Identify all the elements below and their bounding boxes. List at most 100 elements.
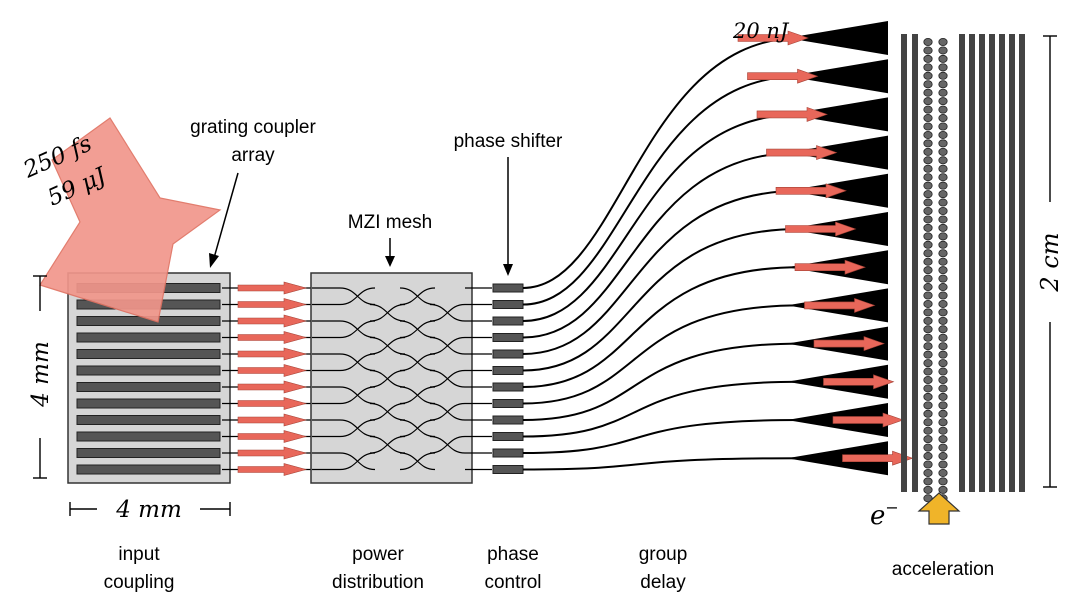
accelerator-pillar <box>938 257 948 266</box>
stage-delay-label: group <box>639 544 688 565</box>
coupled-light-arrow <box>237 380 308 394</box>
accelerator-pillar <box>923 274 933 283</box>
output-taper <box>790 97 888 132</box>
grating-coupler-bar <box>76 448 221 458</box>
accelerator-pillar <box>938 350 948 359</box>
accelerator-pillar <box>923 130 933 139</box>
accelerator-pillar <box>923 206 933 215</box>
laser-input-arrow <box>39 117 222 323</box>
coupled-light-arrow <box>237 314 308 328</box>
delay-waveguide <box>522 457 801 471</box>
accelerator-pillar <box>923 198 933 207</box>
accelerator-pillar <box>938 88 948 97</box>
accelerator-grating-bar <box>912 34 918 492</box>
grating-coupler-bar <box>76 415 221 425</box>
accelerator-pillar <box>938 477 948 486</box>
accelerator-pillar <box>923 375 933 384</box>
accelerator-pillar <box>938 460 948 469</box>
accelerator-pillar <box>923 485 933 494</box>
accelerator-grating-bar <box>901 34 907 492</box>
accelerator-grating-bar <box>969 34 975 492</box>
output-pulse-arrow <box>756 106 828 122</box>
accelerator-pillar <box>938 409 948 418</box>
electron-beam-arrow <box>917 492 961 525</box>
stage-delay-label-line2: delay <box>640 572 686 593</box>
phase-shifter <box>492 448 524 458</box>
grating-coupler-bar <box>76 365 221 376</box>
phase-shifter <box>492 300 524 309</box>
output-pulse-arrow <box>775 183 847 199</box>
delay-waveguide <box>522 342 801 421</box>
accelerator-pillar <box>923 97 933 106</box>
accelerator-pillar <box>923 38 933 47</box>
accelerator-pillar <box>923 240 933 249</box>
coupled-light-arrow <box>237 347 308 361</box>
accelerator-pillar <box>938 156 948 165</box>
output-pulse-arrow <box>785 221 857 237</box>
accelerator-pillar <box>938 384 948 393</box>
accelerator-grating-bar <box>979 34 985 492</box>
accelerator-pillar <box>938 426 948 435</box>
delay-waveguide <box>522 75 801 306</box>
coupled-light-arrow <box>237 397 308 410</box>
accelerator-pillar <box>923 232 933 241</box>
accelerator-pillar <box>923 54 933 63</box>
accelerator-pillar <box>938 299 948 308</box>
accelerator-pillar <box>938 452 948 461</box>
accelerator-pillar <box>923 173 933 182</box>
phase-shifter <box>492 399 524 408</box>
accelerator-pillar <box>938 215 948 224</box>
accelerator-pillar <box>938 485 948 494</box>
delay-waveguide <box>522 304 801 405</box>
delay-waveguide <box>522 113 801 322</box>
accelerator-pillar <box>938 206 948 215</box>
accelerator-pillar <box>923 105 933 114</box>
accelerator-pillar <box>938 375 948 384</box>
delay-waveguide <box>522 228 801 372</box>
accelerator-pillar <box>923 477 933 486</box>
accelerator-pillar <box>938 392 948 401</box>
accelerator-pillar <box>938 97 948 106</box>
stage-input-label-line2: coupling <box>104 572 175 593</box>
phase-shifter <box>492 366 524 375</box>
accelerator-pillar <box>938 401 948 410</box>
accelerator-pillar <box>923 452 933 461</box>
accelerator-pillar <box>923 299 933 308</box>
accelerator-pillar <box>923 283 933 292</box>
accelerator-pillar <box>923 291 933 300</box>
delay-waveguide <box>522 266 801 388</box>
output-taper <box>790 21 888 55</box>
accelerator-pillar <box>923 409 933 418</box>
delay-waveguide <box>522 37 801 289</box>
mzi-crossing-waveguide <box>429 303 466 322</box>
accelerator-pillar <box>923 401 933 410</box>
delay-waveguide <box>522 189 801 355</box>
mzi-crossing-waveguide <box>339 287 376 306</box>
grating-coupler-label-line2: array <box>231 145 275 166</box>
accelerator-pillar <box>938 274 948 283</box>
phase-shifter-array <box>492 283 524 474</box>
coupled-light-arrow <box>237 298 308 311</box>
chip-width-label: 4 mm <box>115 497 182 523</box>
accelerator-pillar <box>923 367 933 376</box>
grating-coupler-pointer-head <box>209 253 219 268</box>
mzi-mesh-waveguides <box>312 287 492 471</box>
mzi-crossing-waveguide <box>399 287 436 306</box>
stage-power-label-line2: distribution <box>332 572 424 593</box>
accelerator-pillar <box>923 147 933 156</box>
accelerator-pillar <box>938 190 948 199</box>
accelerator-pillar <box>938 342 948 351</box>
grating-coupler-label: grating coupler <box>190 117 316 138</box>
accelerator-pillar <box>938 38 948 47</box>
accelerator-pillar <box>923 494 933 503</box>
accelerator-pillar <box>938 443 948 452</box>
grating-coupler-bar <box>76 464 221 475</box>
delay-waveguide <box>522 151 801 339</box>
grating-coupler-bar <box>76 382 221 392</box>
stage-power-label: power <box>352 544 404 565</box>
accelerator-pillar <box>923 325 933 334</box>
accelerator-pillar <box>938 308 948 317</box>
accelerator-pillar <box>923 443 933 452</box>
output-energy-label: 20 nJ <box>732 19 790 43</box>
